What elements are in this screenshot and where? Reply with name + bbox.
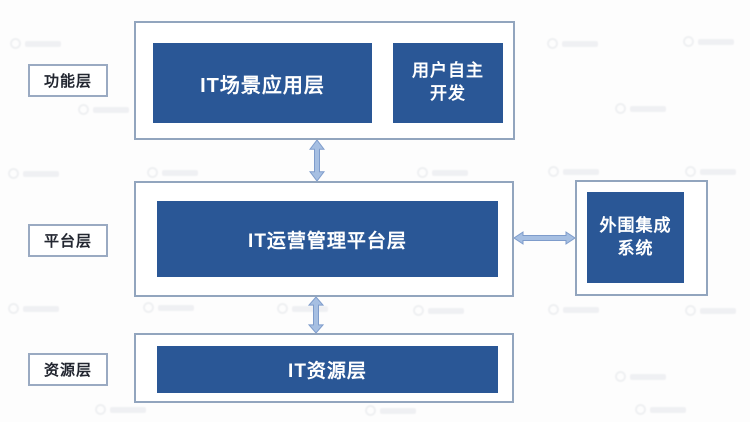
watermark-icon xyxy=(548,166,599,177)
watermark-icon xyxy=(635,404,686,415)
layer-label-resource-text: 资源层 xyxy=(43,362,92,379)
watermark-icon xyxy=(547,38,598,49)
watermark-icon xyxy=(615,103,666,114)
watermark-icon xyxy=(8,303,59,314)
watermark-icon xyxy=(413,305,464,316)
layer-label-functional-text: 功能层 xyxy=(43,73,92,90)
box-peripheral-integrated-systems: 外围集成 系统 xyxy=(587,192,684,283)
watermark-icon xyxy=(277,303,328,314)
box-it-ops-management-platform-layer: IT运营管理平台层 xyxy=(157,201,498,277)
watermark-icon xyxy=(685,305,736,316)
box-it-ops-management-platform-layer-text: IT运营管理平台层 xyxy=(248,230,407,252)
horizontal-double-arrow-icon xyxy=(514,231,575,245)
watermark-icon xyxy=(683,36,734,47)
watermark-icon xyxy=(10,38,61,49)
box-peripheral-integrated-systems-text: 外围集成 系统 xyxy=(599,215,672,258)
layer-label-functional: 功能层 xyxy=(28,64,108,97)
watermark-icon xyxy=(143,302,194,313)
layer-label-resource: 资源层 xyxy=(28,353,108,386)
box-user-self-development: 用户自主 开发 xyxy=(393,43,503,123)
box-it-scenario-application-layer-text: IT场景应用层 xyxy=(200,74,325,97)
watermark-icon xyxy=(147,167,198,178)
layer-label-platform: 平台层 xyxy=(28,224,108,257)
watermark-icon xyxy=(78,104,129,115)
box-user-self-development-text: 用户自主 开发 xyxy=(412,61,484,103)
box-it-scenario-application-layer: IT场景应用层 xyxy=(153,43,372,123)
watermark-icon xyxy=(8,168,59,179)
watermark-icon xyxy=(417,167,468,178)
watermark-icon xyxy=(548,304,599,315)
watermark-icon xyxy=(685,166,736,177)
watermark-icon xyxy=(95,404,146,415)
vertical-double-arrow-icon xyxy=(309,140,325,181)
vertical-double-arrow-icon xyxy=(308,297,324,333)
box-it-resource-layer: IT资源层 xyxy=(157,346,498,393)
watermark-icon xyxy=(365,405,416,416)
watermark-icon xyxy=(615,371,666,382)
box-it-resource-layer-text: IT资源层 xyxy=(288,361,367,382)
layer-label-platform-text: 平台层 xyxy=(43,233,92,250)
